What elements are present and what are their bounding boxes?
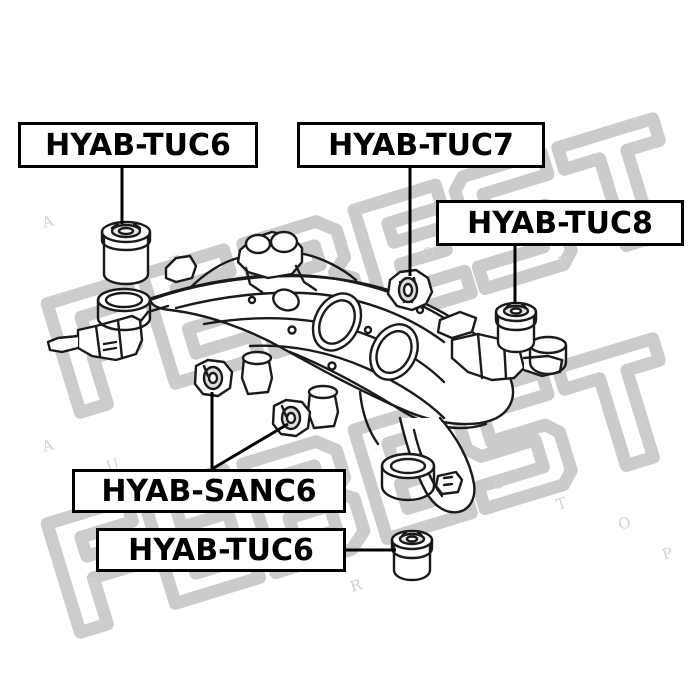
part-bushing-rear-round <box>386 268 434 312</box>
svg-text:A: A <box>39 435 56 456</box>
svg-text:U: U <box>490 473 507 494</box>
svg-text:A: A <box>39 211 56 232</box>
svg-text:P: P <box>556 252 571 272</box>
label-hyab-tuc6-bottom-text: HYAB-TUC6 <box>128 532 314 568</box>
svg-text:P: P <box>660 544 675 564</box>
label-hyab-tuc8[interactable]: HYAB-TUC8 <box>436 200 684 246</box>
label-hyab-tuc7[interactable]: HYAB-TUC7 <box>297 122 545 168</box>
svg-text:O: O <box>420 243 437 264</box>
label-hyab-tuc8-text: HYAB-TUC8 <box>467 205 653 241</box>
label-hyab-tuc6-top-text: HYAB-TUC6 <box>45 127 231 163</box>
callout-line-sanc6-diagonal <box>211 422 289 471</box>
part-bushing-front-left-cylindrical <box>100 220 152 286</box>
part-bushing-right-cylindrical <box>494 301 538 354</box>
part-bushing-bottom-right-cylindrical <box>390 529 434 582</box>
svg-text:O: O <box>616 513 633 534</box>
label-hyab-sanc6[interactable]: HYAB-SANC6 <box>72 469 346 513</box>
label-hyab-tuc7-text: HYAB-TUC7 <box>328 127 514 163</box>
part-bushing-mid-left <box>193 358 234 398</box>
label-hyab-sanc6-text: HYAB-SANC6 <box>101 473 317 509</box>
label-hyab-tuc6-bottom[interactable]: HYAB-TUC6 <box>96 528 346 572</box>
label-hyab-tuc6-top[interactable]: HYAB-TUC6 <box>18 122 258 168</box>
